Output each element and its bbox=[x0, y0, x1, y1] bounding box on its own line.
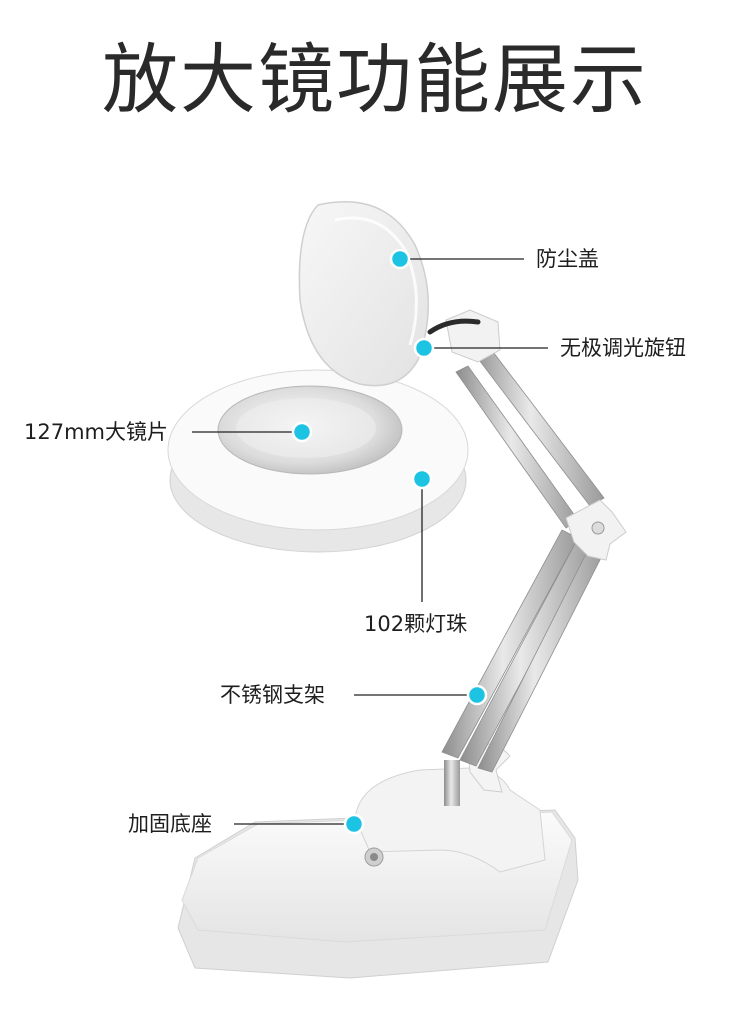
leader-lines bbox=[192, 258, 548, 825]
marker-base bbox=[343, 813, 365, 835]
label-lens: 127mm大镜片 bbox=[24, 420, 168, 444]
feature-markers bbox=[291, 248, 488, 835]
marker-dust-cover bbox=[389, 248, 411, 270]
dust-cover bbox=[298, 201, 429, 387]
lens-ring bbox=[167, 369, 469, 553]
steel-arms bbox=[441, 339, 605, 773]
marker-leds bbox=[411, 468, 433, 490]
label-base: 加固底座 bbox=[128, 812, 212, 836]
label-dust-cover: 防尘盖 bbox=[536, 247, 599, 271]
label-dimmer-knob: 无极调光旋钮 bbox=[560, 336, 686, 360]
label-leds: 102颗灯珠 bbox=[364, 612, 468, 636]
marker-bracket bbox=[466, 684, 488, 706]
label-bracket: 不锈钢支架 bbox=[220, 683, 325, 707]
page-title: 放大镜功能展示 bbox=[102, 35, 648, 124]
lamp-base bbox=[177, 767, 579, 979]
marker-lens bbox=[291, 421, 313, 443]
marker-dimmer-knob bbox=[413, 337, 435, 359]
